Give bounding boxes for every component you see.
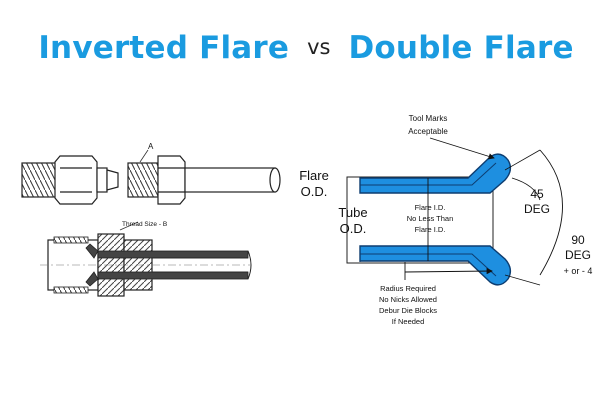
angle-ref-line (504, 149, 541, 171)
radius-label-1: Radius Required (380, 284, 436, 293)
inverted-flare-exploded-view (21, 155, 281, 205)
flare-id-label-2: No Less Than (407, 214, 454, 223)
page-title: Inverted Flare vs Double Flare (0, 30, 612, 80)
arc-90 (539, 149, 563, 276)
flare-tip (106, 169, 119, 191)
tube (184, 167, 276, 193)
tube-od-label-1: Tube (338, 205, 367, 220)
tool-marks-label-1: Tool Marks (409, 114, 448, 123)
tube-od-label-2: O.D. (340, 221, 367, 236)
flare-lip-top (85, 243, 99, 259)
flare-od-label-1: Flare (299, 168, 329, 183)
body-thread-bottom (53, 286, 89, 294)
radius-label-3: Debur Die Blocks (379, 306, 437, 315)
thread-size-label: Thread Size - B (122, 221, 167, 228)
deg90-label-3: + or - 4 (564, 266, 593, 276)
flare-fold-top (360, 162, 497, 186)
tube-wall-bottom (97, 271, 249, 280)
left-hex-nut (54, 155, 98, 205)
shoulder (96, 167, 108, 193)
radius-label-2: No Nicks Allowed (379, 295, 437, 304)
tube-end (269, 167, 281, 193)
label-a: A (148, 142, 154, 151)
deg45-label-1: 45 (530, 187, 544, 201)
radius-label-4: If Needed (392, 317, 425, 326)
deg45-label-2: DEG (524, 202, 550, 216)
flare-id-label-1: Flare I.D. (415, 203, 446, 212)
flare-lip-bottom (85, 271, 99, 287)
arc-45 (511, 177, 541, 201)
double-flare-drawing: Tool Marks Acceptable Flare O.D. Tube O.… (299, 114, 592, 326)
inverted-flare-drawing: A Thread Size - B (21, 142, 281, 297)
flare-od-label-2: O.D. (301, 184, 328, 199)
flare-id-label-3: Flare I.D. (415, 225, 446, 234)
radius-arrow (404, 267, 493, 275)
tube-wall-top (97, 250, 249, 259)
angle-ref-line-bottom (504, 274, 541, 286)
male-thread (21, 162, 61, 198)
tool-marks-arrow (429, 137, 495, 160)
flare-wall-top (359, 153, 512, 194)
body-thread-top (53, 236, 89, 244)
inverted-flare-cross-section: Thread Size - B (40, 221, 252, 297)
nut-thread (127, 162, 159, 198)
thread-size-leader (119, 221, 139, 231)
tube-end-curve (247, 250, 252, 280)
hex-section (97, 233, 125, 297)
tool-marks-label-2: Acceptable (408, 127, 448, 136)
title-double-flare: Double Flare (348, 30, 574, 66)
deg90-label-1: 90 (571, 233, 585, 247)
title-vs: vs (307, 35, 331, 59)
flare-wall-bottom (359, 245, 512, 286)
deg90-label-2: DEG (565, 248, 591, 262)
label-a-leader (139, 149, 149, 163)
title-inverted-flare: Inverted Flare (38, 30, 290, 66)
right-hex-nut (157, 155, 186, 205)
